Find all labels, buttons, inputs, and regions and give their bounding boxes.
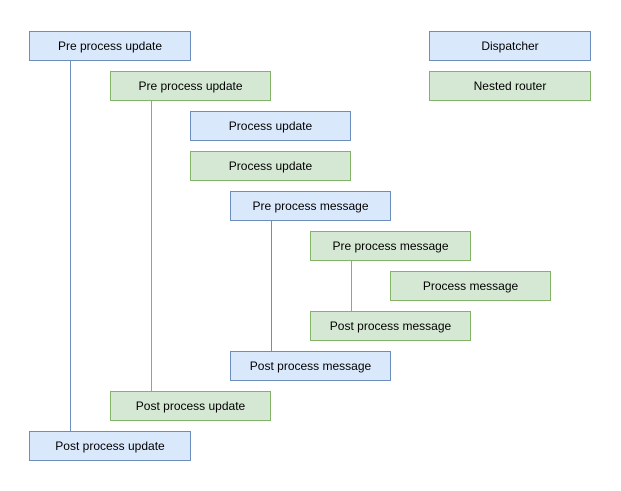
- legend-item-label: Nested router: [473, 79, 547, 93]
- process-node[interactable]: Process update: [190, 151, 351, 181]
- process-node-label: Post process update: [135, 399, 246, 413]
- process-node-label: Pre process message: [332, 239, 449, 253]
- process-node-label: Process message: [422, 279, 519, 293]
- process-node-label: Pre process message: [252, 199, 369, 213]
- process-node[interactable]: Post process message: [310, 311, 471, 341]
- process-node[interactable]: Process update: [190, 111, 351, 141]
- process-node[interactable]: Post process update: [110, 391, 271, 421]
- connector-dispatcher-message-lifeline: [271, 221, 272, 351]
- process-node[interactable]: Process message: [390, 271, 551, 301]
- process-node[interactable]: Pre process update: [29, 31, 191, 61]
- process-node-label: Post process message: [249, 359, 372, 373]
- process-node-label: Pre process update: [57, 39, 163, 53]
- process-node[interactable]: Pre process message: [310, 231, 471, 261]
- process-node-label: Post process update: [55, 439, 165, 453]
- process-node-label: Process update: [228, 159, 313, 173]
- process-node-label: Process update: [228, 119, 313, 133]
- process-node[interactable]: Pre process message: [230, 191, 391, 221]
- process-node[interactable]: Post process update: [29, 431, 191, 461]
- process-node[interactable]: Pre process update: [110, 71, 271, 101]
- process-node-label: Pre process update: [138, 79, 243, 93]
- connector-router-message-lifeline: [351, 261, 352, 311]
- connector-router-update-lifeline: [151, 101, 152, 391]
- connector-dispatcher-update-lifeline: [70, 61, 71, 431]
- process-node-label: Post process message: [329, 319, 452, 333]
- legend-item-label: Dispatcher: [481, 39, 539, 53]
- legend-item[interactable]: Dispatcher: [429, 31, 591, 61]
- legend-item[interactable]: Nested router: [429, 71, 591, 101]
- process-node[interactable]: Post process message: [230, 351, 391, 381]
